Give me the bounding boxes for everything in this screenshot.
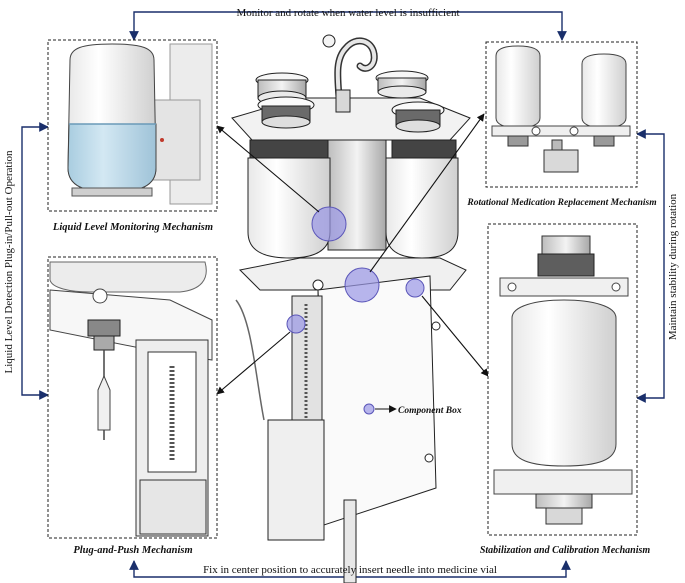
caption-plug-push: Plug-and-Push Mechanism: [73, 545, 192, 556]
caption-stabilization: Stabilization and Calibration Mechanism: [480, 545, 651, 556]
panel-stabilization: [487, 223, 638, 536]
center-bottle-right: [385, 139, 459, 259]
caption-rotational: Rotational Medication Replacement Mechan…: [466, 198, 656, 208]
top-cap-left: [255, 72, 315, 129]
leader-lines: [216, 113, 489, 413]
highlight-plug-push: [286, 314, 306, 334]
highlight-markers: [286, 206, 425, 415]
panel-liquid-level: [47, 39, 218, 212]
highlight-rotational: [344, 267, 380, 303]
panel-rotational: [485, 41, 638, 188]
highlight-legend-dot: [363, 403, 375, 415]
right-annotation: Maintain stability during rotation: [667, 193, 679, 340]
right-connector-arrow: [636, 129, 665, 403]
central-assembly: [231, 34, 471, 583]
highlight-stabilization: [405, 278, 425, 298]
top-annotation: Monitor and rotate when water level is i…: [236, 7, 459, 19]
top-connector-arrow: [129, 11, 567, 41]
top-cap-right: [375, 70, 445, 133]
panel-plug-push: [47, 256, 218, 539]
component-box-label: Component Box: [398, 406, 462, 416]
bottom-annotation: Fix in center position to accurately ins…: [203, 564, 497, 576]
caption-liquid-level: Liquid Level Monitoring Mechanism: [52, 222, 213, 233]
component-box-body: [317, 275, 437, 526]
center-bottle-left: [247, 139, 331, 259]
left-annotation: Liquid Level Detection Plug-in/Pull-out …: [3, 150, 15, 374]
left-connector-arrow: [21, 122, 49, 400]
highlight-liquid-level: [311, 206, 347, 242]
